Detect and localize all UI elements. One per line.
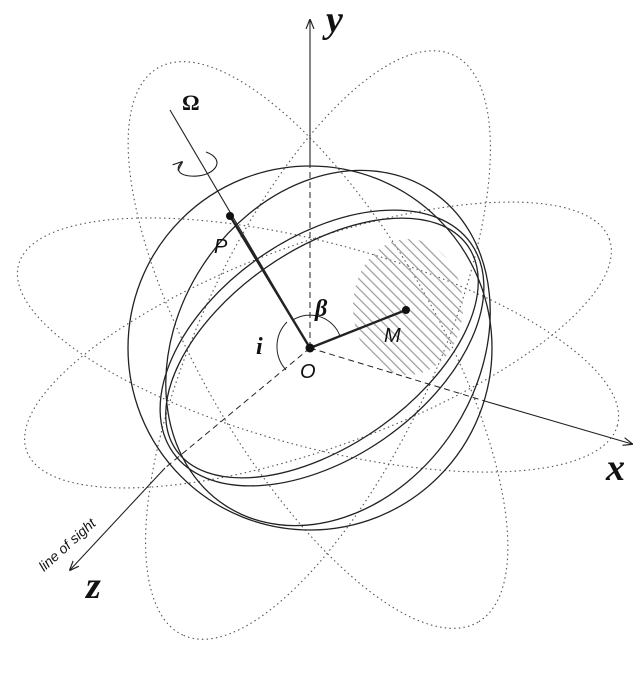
- rotation-arrow-icon: [178, 151, 218, 177]
- sphere-great-circles: [159, 169, 491, 527]
- angle-i-label: i: [256, 334, 263, 360]
- z-axis: [70, 467, 166, 570]
- point-p-marker: [226, 212, 234, 220]
- x-axis-hidden: [309, 347, 489, 403]
- axis-z-label: z: [84, 565, 101, 607]
- angle-beta-arc: [292, 314, 341, 337]
- great-circle-tilted: [159, 209, 485, 487]
- angle-i-arc: [276, 321, 288, 371]
- point-o-label: O: [300, 361, 316, 383]
- omega-label: Ω: [182, 90, 200, 115]
- z-axis-hidden: [164, 347, 311, 469]
- point-o-marker: [305, 343, 315, 353]
- orbit-ellipse-1: [24, 201, 612, 489]
- great-circle-inner: [165, 217, 479, 479]
- x-axis: [487, 401, 632, 444]
- visible-axes: [70, 20, 632, 570]
- orbit-ellipses: [16, 50, 620, 640]
- point-p-label: P: [214, 236, 228, 258]
- great-circle-equator: [165, 169, 491, 527]
- hidden-axes: [164, 165, 489, 469]
- point-m-label: M: [384, 325, 401, 347]
- orbit-ellipse-4: [145, 50, 491, 640]
- radius-om: [309, 308, 407, 350]
- orbit-ellipse-2: [16, 217, 620, 473]
- angle-beta-label: β: [314, 296, 328, 322]
- point-m-marker: [402, 306, 410, 314]
- axis-y-label: y: [322, 0, 343, 41]
- orbit-ellipse-3: [127, 61, 509, 629]
- axis-x-label: x: [605, 447, 625, 489]
- radius-op: [228, 215, 312, 349]
